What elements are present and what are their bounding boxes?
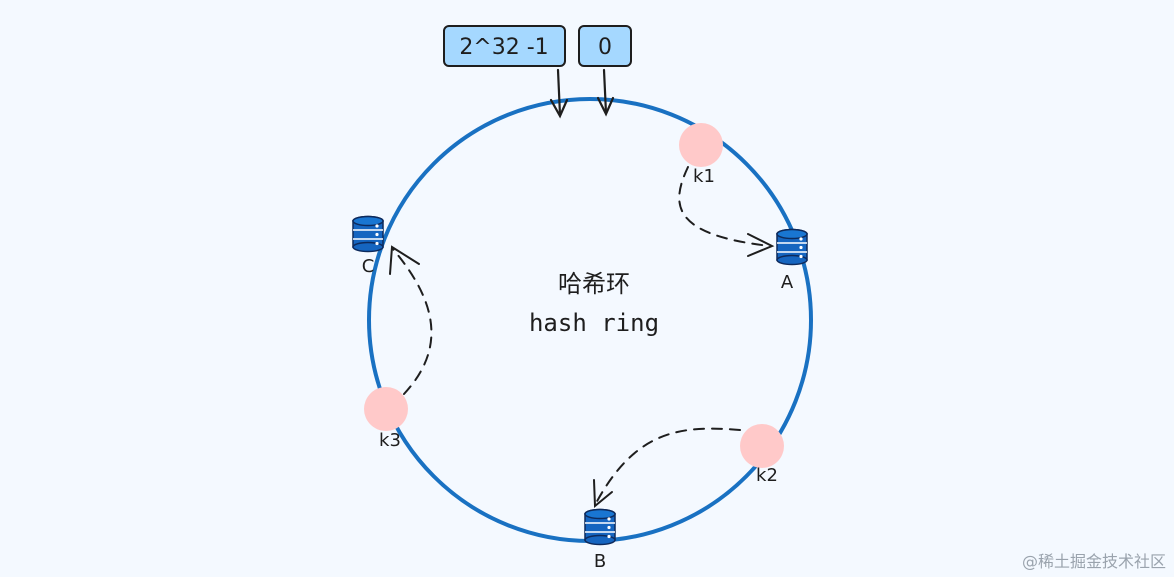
key-circle — [364, 387, 408, 431]
max-marker: 2^32 -1 — [443, 25, 566, 67]
ring-title-cn: 哈希环 — [558, 270, 630, 298]
k3-to-c-arrow — [389, 245, 433, 395]
watermark: @稀土掘金技术社区 — [1022, 552, 1166, 571]
server-node-b: B — [584, 508, 616, 572]
max-marker-box — [443, 25, 566, 67]
database-icon — [352, 215, 384, 253]
key-label: k3 — [379, 430, 401, 451]
key-label: k2 — [756, 465, 778, 486]
key-circle — [740, 424, 784, 468]
server-node-a: A — [776, 228, 808, 293]
zero-marker-label: 0 — [598, 35, 612, 60]
max-marker-arrow — [549, 68, 569, 119]
server-label: C — [362, 256, 375, 277]
server-label: B — [594, 551, 606, 572]
max-marker-label: 2^32 -1 — [459, 35, 548, 60]
ring-title-en: hash ring — [529, 309, 659, 337]
key-label: k1 — [693, 166, 715, 187]
zero-marker-arrow — [596, 68, 615, 117]
zero-marker: 0 — [578, 25, 632, 67]
k1-to-a-arrow — [678, 166, 775, 257]
database-icon — [584, 508, 616, 546]
database-icon — [776, 228, 808, 266]
key-node-k1: k1 — [679, 123, 723, 187]
server-label: A — [781, 272, 794, 293]
key-node-k3: k3 — [364, 387, 408, 451]
server-node-c: C — [352, 215, 384, 277]
zero-marker-box — [578, 25, 632, 67]
k2-to-b-arrow — [593, 427, 741, 509]
key-circle — [679, 123, 723, 167]
key-node-k2: k2 — [740, 424, 784, 486]
